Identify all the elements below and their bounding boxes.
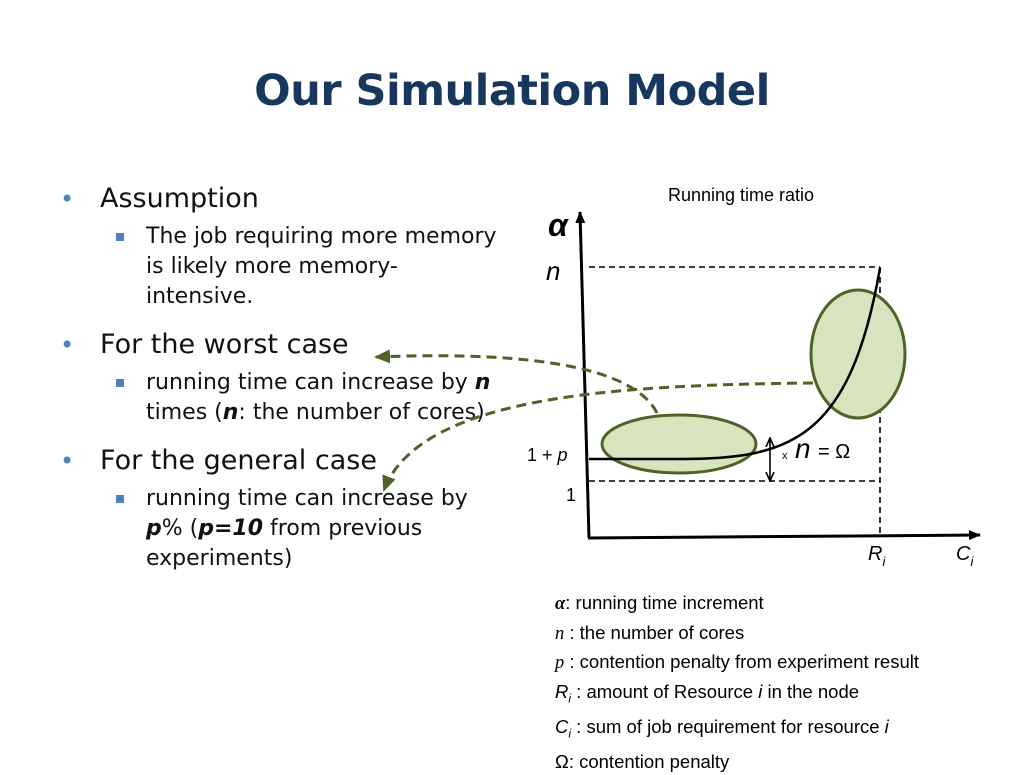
legend: α: running time increment n : the number… xyxy=(555,589,919,775)
ri-label: Ri xyxy=(868,543,886,569)
legend-text: : contention penalty from experiment res… xyxy=(564,651,920,672)
sub-bullet-worst-case: running time can increase by n times (n:… xyxy=(60,368,500,428)
legend-text: Ω: contention penalty xyxy=(555,750,730,772)
c-symbol: C xyxy=(956,543,971,565)
diagram-caption: Running time ratio xyxy=(668,185,814,205)
bullet-general-case: • For the general case xyxy=(60,442,500,480)
p10-value: p=10 xyxy=(198,516,264,541)
legend-text: : amount of Resource xyxy=(571,680,759,702)
sub-bullet-text: The job requiring more memory is likely … xyxy=(146,224,497,309)
n-symbol: n xyxy=(474,370,491,395)
sub-bullet-text: from previous experiments) xyxy=(146,516,423,571)
one-plus-text: 1 + xyxy=(527,445,558,465)
bullet-list: • Assumption The job requiring more memo… xyxy=(60,180,500,574)
bullet-heading: Assumption xyxy=(100,183,259,214)
alpha-axis-label: α xyxy=(548,207,569,243)
bullet-assumption: • Assumption xyxy=(60,180,500,218)
alpha-symbol: α xyxy=(555,594,566,614)
sub-bullet-text: running time can increase by xyxy=(146,486,468,511)
square-bullet-icon xyxy=(116,233,124,241)
one-label: 1 xyxy=(566,485,576,505)
omega-n-label: n xyxy=(795,433,811,464)
legend-omega: Ω: contention penalty xyxy=(555,748,919,775)
square-bullet-icon xyxy=(116,379,124,387)
sub-bullet-text: : the number of cores) xyxy=(238,400,485,425)
i-symbol: i xyxy=(758,680,763,702)
sub-bullet-text: % ( xyxy=(161,516,199,541)
square-bullet-icon xyxy=(116,495,124,503)
legend-text: : the number of cores xyxy=(564,621,745,643)
n-symbol: n xyxy=(222,400,239,425)
bullet-worst-case: • For the worst case xyxy=(60,326,500,364)
p-symbol: p xyxy=(555,653,565,673)
omega-eq-label: = Ω xyxy=(818,441,850,463)
n-symbol: n xyxy=(555,623,565,644)
low-region-ellipse xyxy=(600,413,758,475)
r-subscript: i xyxy=(568,691,572,706)
p-symbol: p xyxy=(146,516,162,541)
bullet-heading: For the worst case xyxy=(100,329,349,360)
x-axis xyxy=(587,530,981,541)
c-subscript: i xyxy=(970,554,974,569)
i-symbol: i xyxy=(884,715,889,737)
legend-n: n : the number of cores xyxy=(555,619,919,649)
p-label: p xyxy=(557,445,568,465)
omega-x-label: x xyxy=(782,450,788,462)
n-axis-label: n xyxy=(546,256,560,286)
legend-c: Ci : sum of job requirement for resource… xyxy=(555,713,919,748)
r-symbol: R xyxy=(868,543,882,565)
sub-bullet-text: times ( xyxy=(146,400,223,425)
worst-case-arrow xyxy=(374,349,659,414)
general-case-arrow xyxy=(382,381,814,492)
y-axis xyxy=(575,211,591,539)
c-symbol: C xyxy=(555,715,569,737)
legend-p: p : contention penalty from experiment r… xyxy=(555,648,919,678)
r-symbol: R xyxy=(555,680,569,702)
legend-text: : running time increment xyxy=(565,592,764,613)
r-subscript: i xyxy=(882,554,886,569)
bullet-dot-icon: • xyxy=(60,331,75,359)
sub-bullet-text: running time can increase by xyxy=(146,370,475,395)
legend-text: in the node xyxy=(762,680,860,702)
legend-text: : sum of job requirement for resource xyxy=(571,715,885,737)
bullet-dot-icon: • xyxy=(60,447,75,475)
ci-label: Ci xyxy=(956,543,974,569)
legend-r: Ri : amount of Resource i in the node xyxy=(555,678,919,713)
bullet-dot-icon: • xyxy=(60,185,75,213)
running-time-curve xyxy=(589,267,882,461)
legend-alpha: α: running time increment xyxy=(555,589,919,619)
one-plus-p-label: 1 + p xyxy=(527,445,568,465)
sub-bullet-general-case: running time can increase by p% (p=10 fr… xyxy=(60,484,500,574)
slide-title: Our Simulation Model xyxy=(254,66,770,116)
sub-bullet-assumption: The job requiring more memory is likely … xyxy=(60,222,500,312)
c-subscript: i xyxy=(568,726,572,741)
bullet-heading: For the general case xyxy=(100,445,377,476)
